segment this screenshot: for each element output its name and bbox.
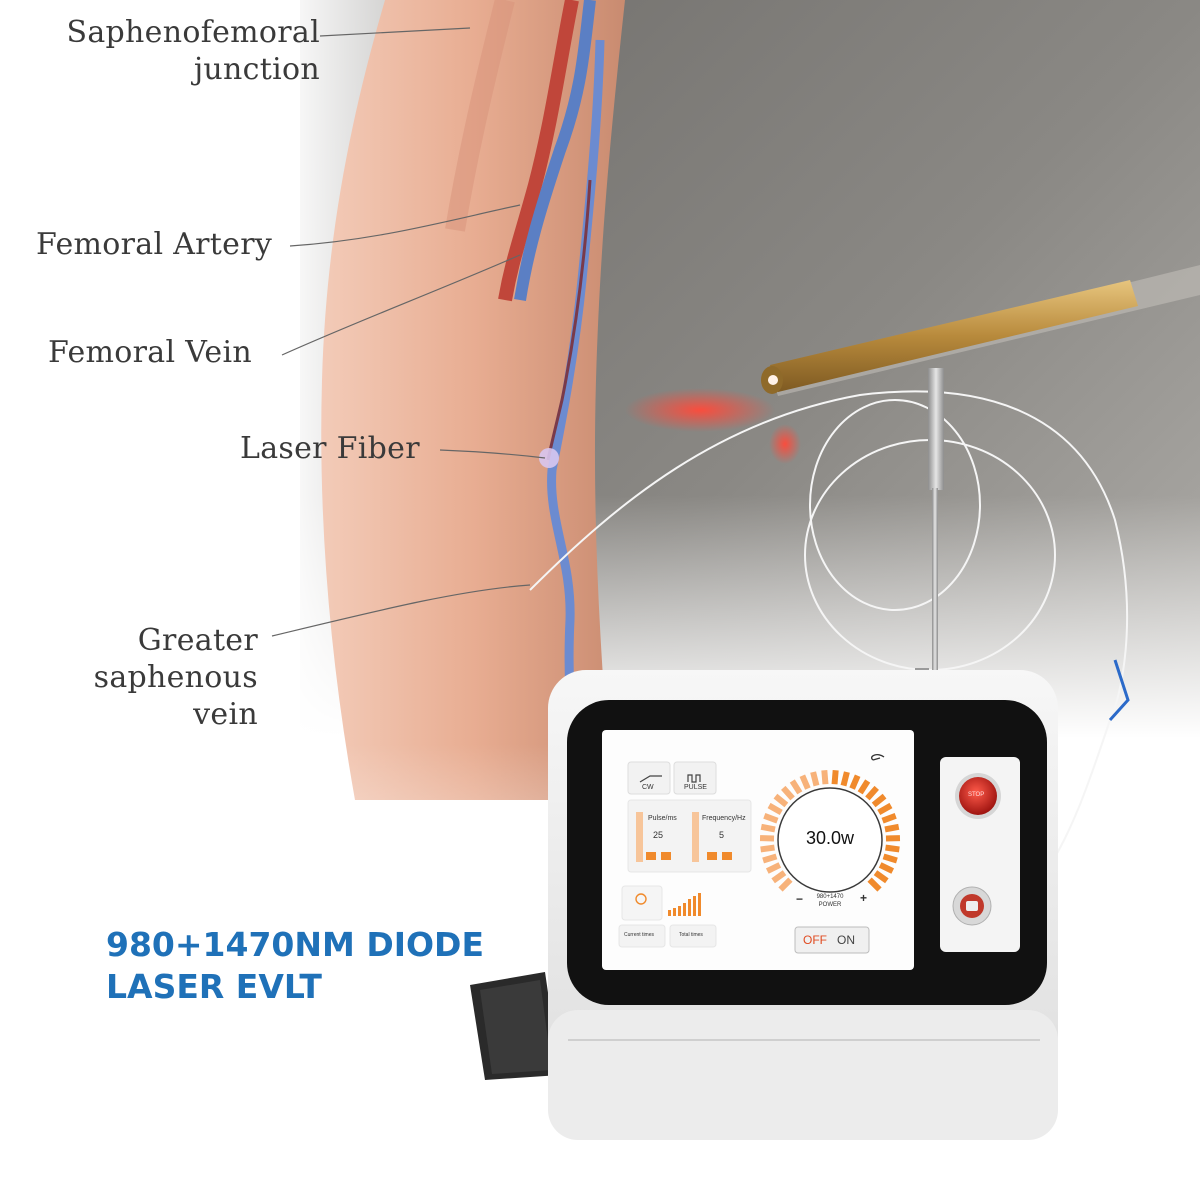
current-times-label: Current times <box>624 932 655 938</box>
label-femoral-artery: Femoral Artery <box>36 227 273 262</box>
pulse-value: 25 <box>653 830 664 840</box>
gauge-segment <box>865 785 879 801</box>
gauge-segment <box>781 785 795 801</box>
pulse-label: Pulse/ms <box>648 815 677 822</box>
off-label[interactable]: OFF <box>803 933 827 947</box>
frequency-label: Frequency/Hz <box>702 815 746 822</box>
label-saphenofemoral-junction: Saphenofemoral junction <box>38 14 320 88</box>
emergency-stop-button[interactable] <box>959 777 997 815</box>
total-times-label: Total times <box>679 932 703 938</box>
headline-line-1: 980+1470NM DIODE <box>106 925 484 964</box>
gauge-segment <box>884 823 900 833</box>
fiber-holder-rod <box>928 368 944 490</box>
gauge-segment <box>762 853 778 864</box>
power-caption: 980+1470 POWER <box>813 893 847 909</box>
label-line: Saphenofemoral <box>66 15 320 50</box>
gauge-segment <box>799 774 811 790</box>
power-gauge-ring <box>759 769 901 892</box>
gauge-segment <box>871 793 887 808</box>
gauge-segment <box>831 769 839 785</box>
gauge-segment <box>867 877 882 892</box>
mode-pulse-button[interactable]: PULSE <box>684 784 707 791</box>
gauge-segment <box>873 870 889 884</box>
power-plus-button[interactable]: + <box>860 891 868 905</box>
label-laser-fiber: Laser Fiber <box>240 431 420 466</box>
product-headline: 980+1470NM DIODE LASER EVLT <box>106 924 484 1008</box>
stop-label: STOP <box>968 792 985 798</box>
gauge-segment <box>821 769 829 785</box>
gauge-segment <box>857 779 871 795</box>
power-gauge-center <box>777 787 883 893</box>
gauge-segment <box>840 771 850 787</box>
power-caption-line: POWER <box>818 902 842 908</box>
gauge-segment <box>877 802 893 816</box>
gauge-segment <box>849 774 861 790</box>
gauge-segment <box>885 844 900 853</box>
power-minus-button[interactable]: − <box>796 892 804 906</box>
gauge-segment <box>763 813 779 824</box>
off-on-toggle[interactable] <box>794 926 870 954</box>
label-line: Greater <box>137 623 258 658</box>
label-greater-saphenous-vein: Greater saphenous vein <box>60 622 258 733</box>
on-label[interactable]: ON <box>837 933 855 947</box>
foot-pedal <box>470 972 560 1080</box>
label-line: junction <box>193 52 320 87</box>
mode-cw-button[interactable]: CW <box>642 784 654 791</box>
gauge-segment <box>760 844 775 853</box>
headline-line-2: LASER EVLT <box>106 967 322 1006</box>
gauge-segment <box>789 779 803 795</box>
label-line: saphenous <box>93 660 258 695</box>
gauge-segment <box>760 823 776 833</box>
gauge-segment <box>767 802 783 816</box>
frequency-value: 5 <box>719 830 725 840</box>
power-value: 30.0w <box>806 828 855 848</box>
label-leader-lines <box>271 27 546 637</box>
laser-handpiece <box>625 265 1200 464</box>
gauge-segment <box>810 771 820 787</box>
back-arrow-icon[interactable] <box>871 754 885 761</box>
gauge-segment <box>771 870 787 884</box>
gauge-segment <box>773 793 789 808</box>
label-femoral-vein: Femoral Vein <box>48 335 252 370</box>
lightbulb-icon <box>635 893 647 905</box>
touchscreen-ui <box>618 754 901 954</box>
gauge-segment <box>878 862 895 874</box>
signal-bars-icon <box>668 893 701 916</box>
gauge-segment <box>765 862 782 874</box>
gauge-segment <box>881 813 897 824</box>
power-caption-line: 980+1470 <box>816 894 844 900</box>
gauge-segment <box>882 853 898 864</box>
gauge-segment <box>778 877 793 892</box>
label-line: vein <box>193 697 258 732</box>
